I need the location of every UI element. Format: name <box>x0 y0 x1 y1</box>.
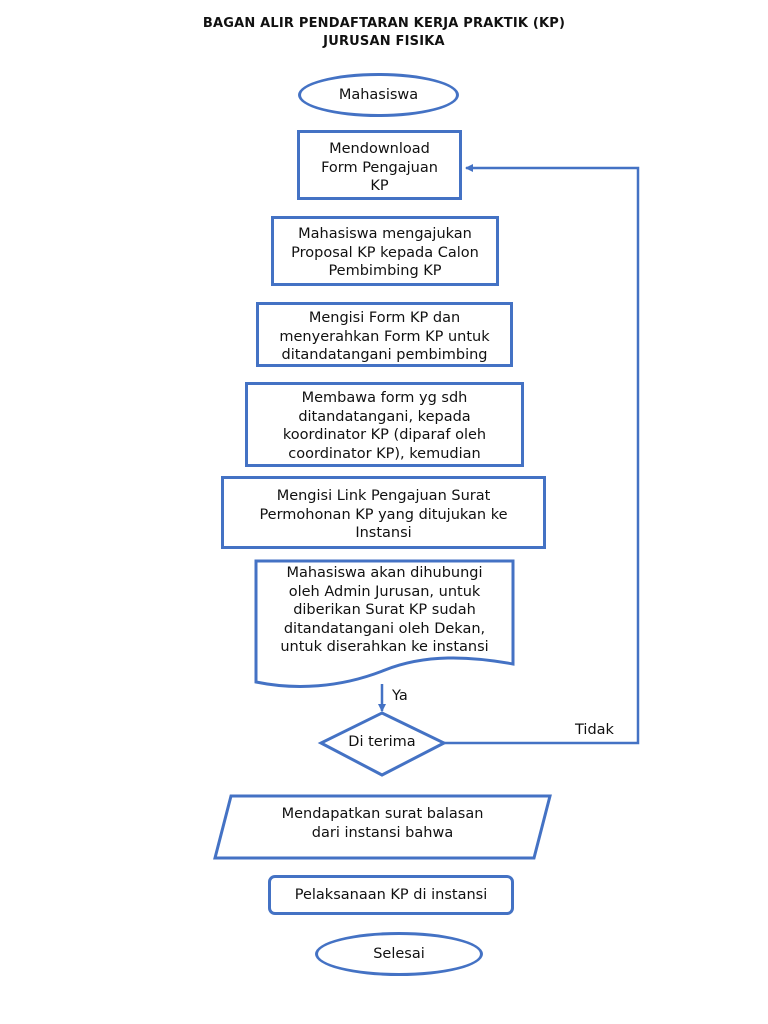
no-connector <box>444 164 640 745</box>
step-2-box: Mahasiswa mengajukan Proposal KP kepada … <box>271 216 499 286</box>
no-label: Tidak <box>575 722 614 738</box>
step-6-label: Mahasiswa akan dihubungi oleh Admin Juru… <box>280 565 489 655</box>
end-node: Selesai <box>315 932 483 976</box>
yes-label: Ya <box>392 688 408 704</box>
step-3-box: Mengisi Form KP dan menyerahkan Form KP … <box>256 302 513 367</box>
end-node-label: Selesai <box>373 945 425 962</box>
decision-label: Di terima <box>348 734 416 750</box>
io-parallelogram <box>213 794 552 860</box>
start-node: Mahasiswa <box>298 73 459 117</box>
decision-diamond <box>317 711 448 777</box>
step-2-label: Mahasiswa mengajukan Proposal KP kepada … <box>291 226 479 279</box>
step-5-box: Mengisi Link Pengajuan Surat Permohonan … <box>221 476 546 549</box>
step-3-label: Mengisi Form KP dan menyerahkan Form KP … <box>279 310 490 363</box>
step-4-box: Membawa form yg sdh ditandatangani, kepa… <box>245 382 524 467</box>
step-7-box: Pelaksanaan KP di instansi <box>268 875 514 915</box>
diagram-title-line-1: BAGAN ALIR PENDAFTARAN KERJA PRAKTIK (KP… <box>202 16 566 31</box>
step-1-box: Mendownload Form Pengajuan KP <box>297 130 462 200</box>
start-node-label: Mahasiswa <box>338 86 419 103</box>
step-4-label: Membawa form yg sdh ditandatangani, kepa… <box>282 390 487 462</box>
diagram-title-line-2: JURUSAN FISIKA <box>323 34 445 49</box>
step-1-label: Mendownload Form Pengajuan KP <box>321 141 438 194</box>
step-7-label: Pelaksanaan KP di instansi <box>294 886 488 903</box>
step-5-label: Mengisi Link Pengajuan Surat Permohonan … <box>259 488 508 541</box>
io-label: Mendapatkan surat balasan dari instansi … <box>281 806 484 841</box>
document-shape <box>254 559 515 688</box>
